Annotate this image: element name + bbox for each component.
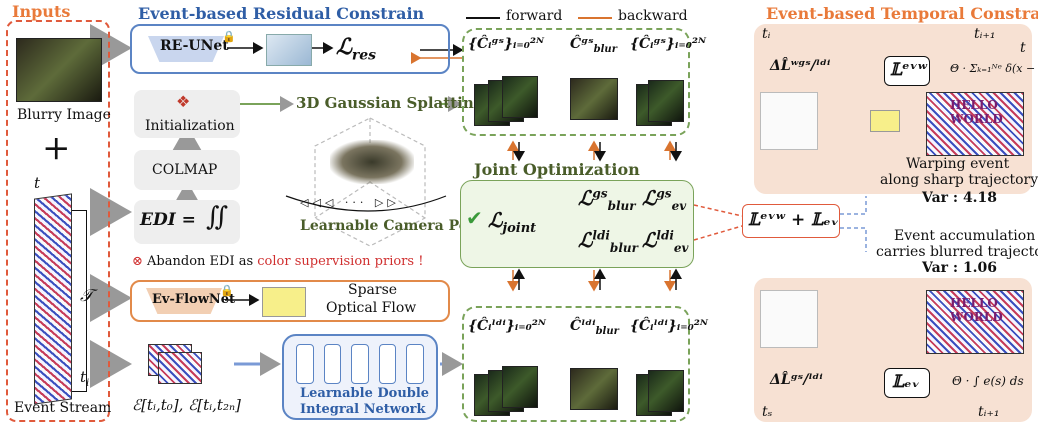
event-stream-volume: [34, 193, 72, 404]
legend-backward: backward: [618, 8, 688, 24]
abandon-note: ⊗ Abandon EDI as color supervision prior…: [132, 254, 423, 269]
gs-set-left: {Ĉᵢᵍˢ}ᵢ₌₀²ᴺ: [468, 36, 544, 52]
loss-res: ℒres: [336, 34, 376, 63]
T-label: 𝒯: [80, 286, 93, 306]
ts-bottom: tₛ: [762, 404, 772, 420]
gaussian-init-icon: ❖: [176, 92, 190, 111]
loss-ev-gs: ℒgsev: [642, 186, 686, 213]
int-expression: Θ · ∫ e(s) ds: [952, 374, 1024, 388]
gs-frame: [648, 80, 684, 122]
ldi-frame: [648, 370, 684, 412]
loss-blur-gs: ℒgsblur: [578, 186, 636, 213]
plus-sign: +: [42, 128, 71, 168]
warp-text-2: along sharp trajectory: [880, 172, 1038, 188]
edi-label: EDI =: [140, 210, 196, 230]
lock-icon: 🔒: [222, 30, 236, 43]
loss-blur-ldi: ℒldiblur: [578, 228, 638, 255]
ti1-bottom: tᵢ₊₁: [978, 404, 999, 420]
initialization-label: Initialization: [145, 118, 235, 134]
acc-text-2: carries blurred trajectory: [876, 244, 1038, 260]
world-text: WORLD: [950, 310, 1003, 324]
hello-text: HELLO: [950, 296, 998, 310]
gs-title: 3D Gaussian Splatting: [296, 94, 484, 112]
event-sets-label: ℰ[tᵢ,t₀], ℰ[tᵢ,t₂ₙ]: [132, 396, 241, 414]
ti-label: ti: [80, 368, 89, 389]
lock-icon: 🔒: [220, 284, 234, 297]
event-slice-2: [158, 352, 202, 384]
ldi-frame: [502, 366, 538, 408]
ti-top: tᵢ: [762, 26, 770, 42]
ldi-label-1: Learnable Double: [300, 386, 429, 401]
residual-map: [266, 34, 312, 66]
colmap-label: COLMAP: [152, 162, 217, 178]
var-top: Var : 4.18: [922, 190, 997, 206]
edi-integral: ∬: [206, 202, 228, 232]
camera-poses-icons: ◁◁◁ ··· ▷▷: [300, 196, 400, 209]
world-text: WORLD: [950, 112, 1003, 126]
event-loss-combo-label: 𝕃ᵉᵛʷ + 𝕃ₑᵥ: [748, 210, 839, 230]
gs-blur-label: Ĉᵍˢblur: [570, 36, 617, 55]
ldi-layers: [296, 344, 424, 384]
ldi-blur-frame: [570, 368, 618, 410]
lev-label: 𝕃ₑᵥ: [892, 372, 920, 392]
joint-title: Joint Optimization: [474, 160, 640, 179]
delta-w: ΔL̂ʷᵍˢ/ˡᵈⁱ: [770, 58, 830, 74]
loss-ev-ldi: ℒldiev: [642, 228, 689, 255]
ldi-set-left: {Ĉᵢˡᵈⁱ}ᵢ₌₀²ᴺ: [468, 318, 546, 334]
acc-text-1: Event accumulation: [894, 228, 1035, 244]
check-icon: ✔: [466, 206, 483, 230]
t-top: t: [1020, 40, 1026, 56]
sparse-label: Sparse: [348, 282, 397, 298]
var-bottom: Var : 1.06: [922, 260, 997, 276]
gs-set-right: {Ĉᵢᵍˢ}ᵢ₌₀²ᴺ: [630, 36, 706, 52]
time-axis-label: t: [34, 174, 40, 192]
cross-icon: ⊗: [132, 254, 143, 269]
lew-label: 𝕃ᵉᵛʷ: [890, 60, 927, 80]
gs-frame: [502, 76, 538, 118]
flow-warp-thumb: [870, 110, 900, 132]
warp-text-1: Warping event: [906, 156, 1009, 172]
gs-blur-frame: [570, 78, 618, 120]
optical-flow-label: Optical Flow: [326, 300, 416, 316]
gaussian-scene: [330, 140, 414, 184]
optical-flow-thumb: [262, 287, 306, 317]
residual-title: Event-based Residual Constrain: [138, 4, 424, 23]
reunet-label: RE-UNet: [160, 38, 229, 54]
blur-sketch: [760, 290, 818, 348]
blurry-image-label: Blurry Image: [17, 107, 111, 123]
ti1-top: tᵢ₊₁: [974, 26, 995, 42]
loss-joint: ℒjoint: [488, 208, 536, 236]
temporal-title: Event-based Temporal Constrain: [766, 4, 1038, 23]
delta-bottom: ΔL̂ᵍˢ/ˡᵈⁱ: [770, 372, 823, 388]
legend-forward: forward: [506, 8, 562, 24]
sum-expression: Θ · Σₖ₌₁ᴺᵉ δ(x − x′ₖ): [950, 62, 1038, 75]
ldi-set-right: {Ĉᵢˡᵈⁱ}ᵢ₌₀²ᴺ: [630, 318, 708, 334]
ldi-label-2: Integral Network: [300, 402, 426, 417]
sharp-sketch: [760, 92, 818, 150]
event-stream-label: Event Stream: [14, 400, 111, 416]
inputs-title: Inputs: [12, 2, 70, 21]
blurry-image: [16, 38, 102, 102]
ldi-blur-label: Ĉˡᵈⁱblur: [570, 318, 619, 337]
input-arrows: [113, 48, 126, 364]
hello-text: HELLO: [950, 98, 998, 112]
